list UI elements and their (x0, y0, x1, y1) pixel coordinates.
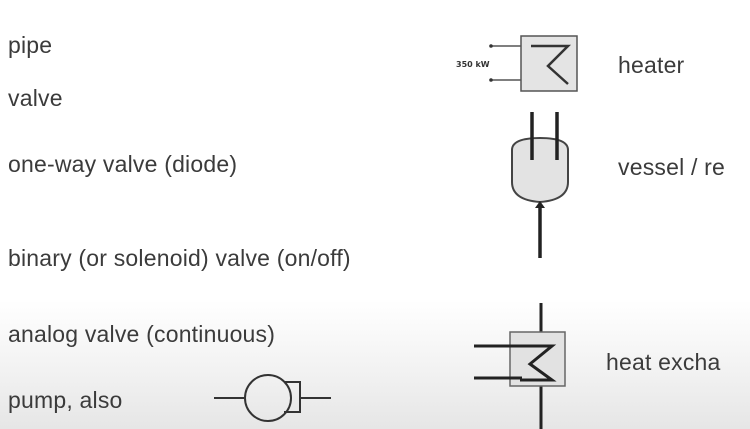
pump-casing (244, 374, 292, 422)
pump-outlet-box (284, 381, 301, 413)
label-pipe: pipe (8, 32, 53, 58)
label-heat-exchanger: heat excha (606, 349, 721, 375)
label-heater: heater (618, 52, 685, 78)
label-pump: pump, also (8, 387, 123, 413)
heater-symbol (489, 35, 578, 92)
vessel-body (511, 136, 569, 204)
heater-lead-dot-top (489, 44, 493, 48)
heater-power-label: 350 kW (456, 60, 490, 69)
vessel-symbol (511, 112, 569, 258)
hx-coil (520, 344, 557, 382)
label-valve: valve (8, 85, 63, 111)
label-binary-valve: binary (or solenoid) valve (on/off) (8, 245, 351, 271)
label-analog-valve: analog valve (continuous) (8, 321, 276, 347)
heater-coil (531, 44, 572, 85)
label-vessel: vessel / re (618, 154, 726, 180)
pump-symbol (214, 374, 331, 422)
vessel-outlet-arrow (535, 201, 545, 208)
label-one-way-valve: one-way valve (diode) (8, 151, 238, 177)
heat-exchanger-symbol (474, 303, 566, 429)
heater-lead-dot-bottom (489, 78, 493, 82)
